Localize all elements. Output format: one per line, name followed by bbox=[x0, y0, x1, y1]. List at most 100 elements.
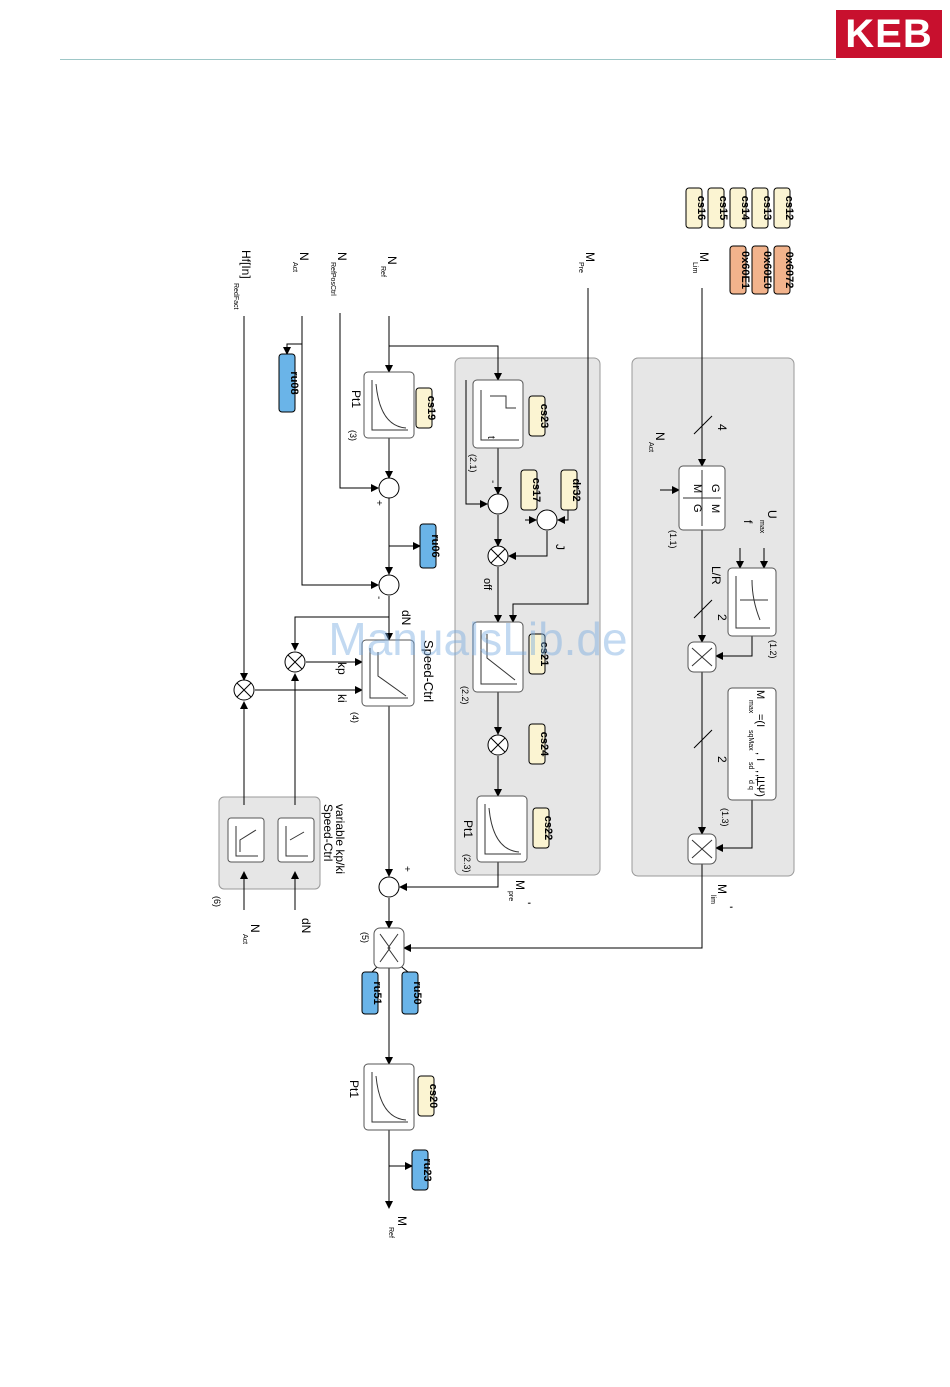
header-rule bbox=[60, 59, 836, 60]
svg-text:': ' bbox=[721, 906, 735, 908]
param-ru23[interactable]: ru23 bbox=[411, 1149, 433, 1191]
sign-minus-2: - bbox=[487, 480, 498, 483]
svg-text:Ref: Ref bbox=[387, 1227, 394, 1238]
label-slash-4: 4 bbox=[715, 424, 729, 431]
param-cs16[interactable]: cs16 bbox=[685, 187, 707, 229]
svg-text:, Ψ): , Ψ) bbox=[754, 778, 766, 797]
svg-text:cs12: cs12 bbox=[783, 196, 795, 220]
sum-junction-2 bbox=[378, 574, 400, 596]
label-pt1-output: Pt1 bbox=[347, 1080, 361, 1098]
svg-text:q: q bbox=[747, 786, 754, 790]
voltage-curve-block bbox=[727, 567, 777, 637]
param-ru06[interactable]: ru06 bbox=[419, 523, 441, 569]
signal-hf-in: Hf[In]RedFact bbox=[232, 250, 253, 310]
label-kp: kp bbox=[335, 662, 349, 675]
svg-text:ru50: ru50 bbox=[411, 981, 423, 1004]
param-ru50[interactable]: ru50 bbox=[401, 971, 423, 1015]
svg-text:dr32: dr32 bbox=[570, 478, 582, 501]
ref-2-1: (2.1) bbox=[468, 454, 478, 473]
svg-text:, L: , L bbox=[754, 774, 766, 786]
svg-text:0x60E0: 0x60E0 bbox=[761, 251, 773, 289]
svg-text:M: M bbox=[513, 880, 527, 890]
sum-junction-3 bbox=[378, 876, 400, 898]
sign-plus-2: + bbox=[401, 866, 412, 872]
sum-junction-j bbox=[536, 509, 558, 531]
svg-text:ru06: ru06 bbox=[429, 534, 441, 557]
ki-var-block bbox=[277, 817, 315, 863]
mmax-formula: M max =(I sqMax , I sd , L d , L q , Ψ) bbox=[747, 690, 766, 797]
svg-text:cs16: cs16 bbox=[695, 196, 707, 220]
param-cs23[interactable]: cs23 bbox=[528, 395, 550, 437]
ref-2-3: (2.3) bbox=[462, 854, 472, 873]
param-ru51[interactable]: ru51 bbox=[361, 971, 383, 1015]
param-0x60e1[interactable]: 0x60E1 bbox=[729, 245, 751, 295]
ref-3: (3) bbox=[348, 430, 358, 441]
svg-text:cs24: cs24 bbox=[538, 732, 550, 757]
param-0x6072[interactable]: 0x6072 bbox=[773, 245, 795, 295]
label-j: J bbox=[553, 544, 567, 550]
param-cs20[interactable]: cs20 bbox=[417, 1075, 439, 1117]
brand-text: KEB bbox=[845, 11, 933, 56]
param-cs22[interactable]: cs22 bbox=[532, 807, 554, 849]
label-speed-ctrl: Speed-Ctrl bbox=[421, 640, 436, 702]
svg-text:lim: lim bbox=[709, 895, 716, 904]
param-cs19[interactable]: cs19 bbox=[415, 387, 437, 429]
svg-text:max: max bbox=[747, 700, 754, 714]
label-slash-2b: 2 bbox=[715, 756, 729, 763]
keb-logo: KEB bbox=[836, 10, 942, 58]
ref-4: (4) bbox=[350, 712, 360, 723]
param-ru08[interactable]: ru08 bbox=[278, 353, 300, 413]
svg-text:M: M bbox=[395, 1216, 409, 1226]
svg-text:Ref: Ref bbox=[379, 266, 386, 277]
param-cs21[interactable]: cs21 bbox=[528, 633, 550, 675]
svg-text:N: N bbox=[335, 252, 349, 261]
svg-text:ru51: ru51 bbox=[371, 981, 383, 1004]
svg-text:cs17: cs17 bbox=[530, 478, 542, 502]
svg-text:M: M bbox=[583, 252, 597, 262]
label-dn: dN bbox=[399, 610, 413, 625]
cs21-block bbox=[472, 621, 524, 693]
param-cs13[interactable]: cs13 bbox=[751, 187, 773, 229]
svg-text:pre: pre bbox=[507, 891, 514, 901]
param-dr32[interactable]: dr32 bbox=[560, 469, 582, 511]
param-cs24[interactable]: cs24 bbox=[528, 723, 550, 765]
label-off: off bbox=[481, 578, 493, 591]
ref-5: (5) bbox=[360, 932, 370, 943]
svg-text:Pre: Pre bbox=[577, 262, 584, 273]
svg-text:0x60E1: 0x60E1 bbox=[739, 251, 751, 289]
param-0x60e0[interactable]: 0x60E0 bbox=[751, 245, 773, 295]
mmax-formula-block bbox=[727, 687, 777, 801]
label-gm-g2: G bbox=[691, 504, 703, 513]
svg-text:=(I: =(I bbox=[754, 714, 766, 727]
svg-text:': ' bbox=[519, 902, 533, 904]
param-cs15[interactable]: cs15 bbox=[707, 187, 729, 229]
ref-1-1: (1.1) bbox=[668, 530, 678, 549]
svg-text:RefPosCtrl: RefPosCtrl bbox=[329, 262, 336, 296]
label-t: t bbox=[485, 436, 496, 439]
svg-text:N: N bbox=[385, 256, 399, 265]
ref-1-3: (1.3) bbox=[720, 808, 730, 827]
svg-text:N: N bbox=[653, 432, 667, 441]
svg-text:N: N bbox=[297, 252, 311, 261]
param-cs14[interactable]: cs14 bbox=[729, 187, 751, 229]
watermark: ManualsLib.de bbox=[328, 613, 628, 665]
label-slash-2a: 2 bbox=[715, 614, 729, 621]
svg-text:Hf[In]: Hf[In] bbox=[239, 250, 253, 279]
label-ki: ki bbox=[335, 694, 349, 703]
speed-ctrl-block bbox=[361, 639, 415, 707]
param-cs12[interactable]: cs12 bbox=[773, 187, 795, 229]
sum-junction-1 bbox=[378, 477, 400, 499]
svg-text:N: N bbox=[248, 924, 262, 933]
param-cs17[interactable]: cs17 bbox=[520, 469, 542, 511]
ref-1-2: (1.2) bbox=[768, 640, 778, 659]
label-lr: L/R bbox=[709, 566, 723, 585]
svg-text:max: max bbox=[758, 520, 765, 534]
svg-text:M: M bbox=[754, 690, 766, 699]
